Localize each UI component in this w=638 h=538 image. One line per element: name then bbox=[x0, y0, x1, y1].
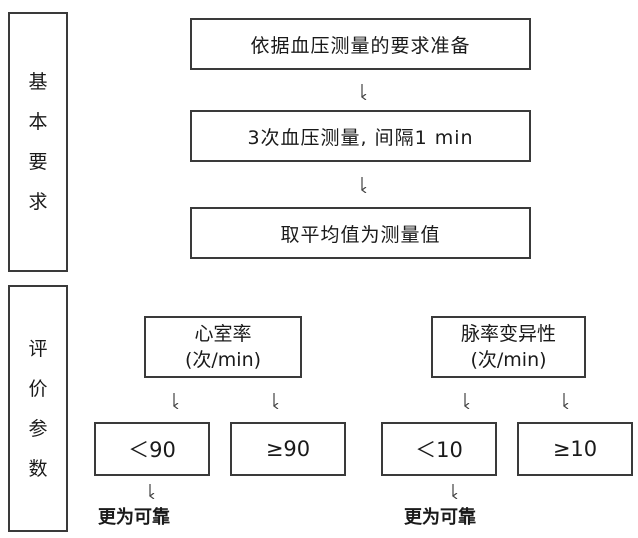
step-average-label: 取平均值为测量值 bbox=[280, 223, 441, 246]
heart-rate-note: 更为可靠 bbox=[98, 507, 170, 528]
pulse-var-note: 更为可靠 bbox=[404, 507, 476, 528]
heart-rate-low-threshold: ＜90 bbox=[94, 422, 210, 476]
heart-rate-title: 心室率 bbox=[194, 323, 252, 345]
section-basic-requirements: 基 本 要 求 bbox=[8, 12, 68, 272]
heart-rate-high-label: ≥90 bbox=[265, 437, 311, 461]
pulse-var-unit: (次/min) bbox=[470, 349, 547, 371]
step-average: 取平均值为测量值 bbox=[190, 207, 531, 259]
param-heart-rate: 心室率 (次/min) bbox=[144, 316, 302, 378]
pulse-var-low-label: ＜10 bbox=[415, 438, 463, 462]
section-eval-char: 价 bbox=[28, 377, 48, 400]
pulse-var-high-threshold: ≥10 bbox=[517, 422, 633, 476]
section-eval-char: 数 bbox=[28, 457, 48, 480]
step-measure-label: 3次血压测量, 间隔1 min bbox=[247, 126, 474, 149]
section-evaluation-parameters: 评 价 参 数 bbox=[8, 285, 68, 532]
step-prepare: 依据血压测量的要求准备 bbox=[190, 18, 531, 70]
heart-rate-low-label: ＜90 bbox=[128, 438, 176, 462]
section-basic-char: 要 bbox=[28, 151, 48, 173]
pulse-var-title: 脉率变异性 bbox=[460, 323, 556, 345]
pulse-var-low-threshold: ＜10 bbox=[381, 422, 497, 476]
section-basic-char: 求 bbox=[28, 191, 48, 213]
param-pulse-variability: 脉率变异性 (次/min) bbox=[431, 316, 586, 378]
pulse-var-high-label: ≥10 bbox=[552, 437, 598, 461]
section-basic-char: 本 bbox=[28, 111, 48, 133]
section-eval-char: 参 bbox=[28, 417, 48, 440]
heart-rate-high-threshold: ≥90 bbox=[230, 422, 346, 476]
section-basic-char: 基 bbox=[28, 71, 48, 93]
step-prepare-label: 依据血压测量的要求准备 bbox=[250, 34, 471, 57]
heart-rate-unit: (次/min) bbox=[184, 349, 262, 371]
section-eval-char: 评 bbox=[28, 337, 48, 360]
step-measure-three-times: 3次血压测量, 间隔1 min bbox=[190, 110, 531, 162]
